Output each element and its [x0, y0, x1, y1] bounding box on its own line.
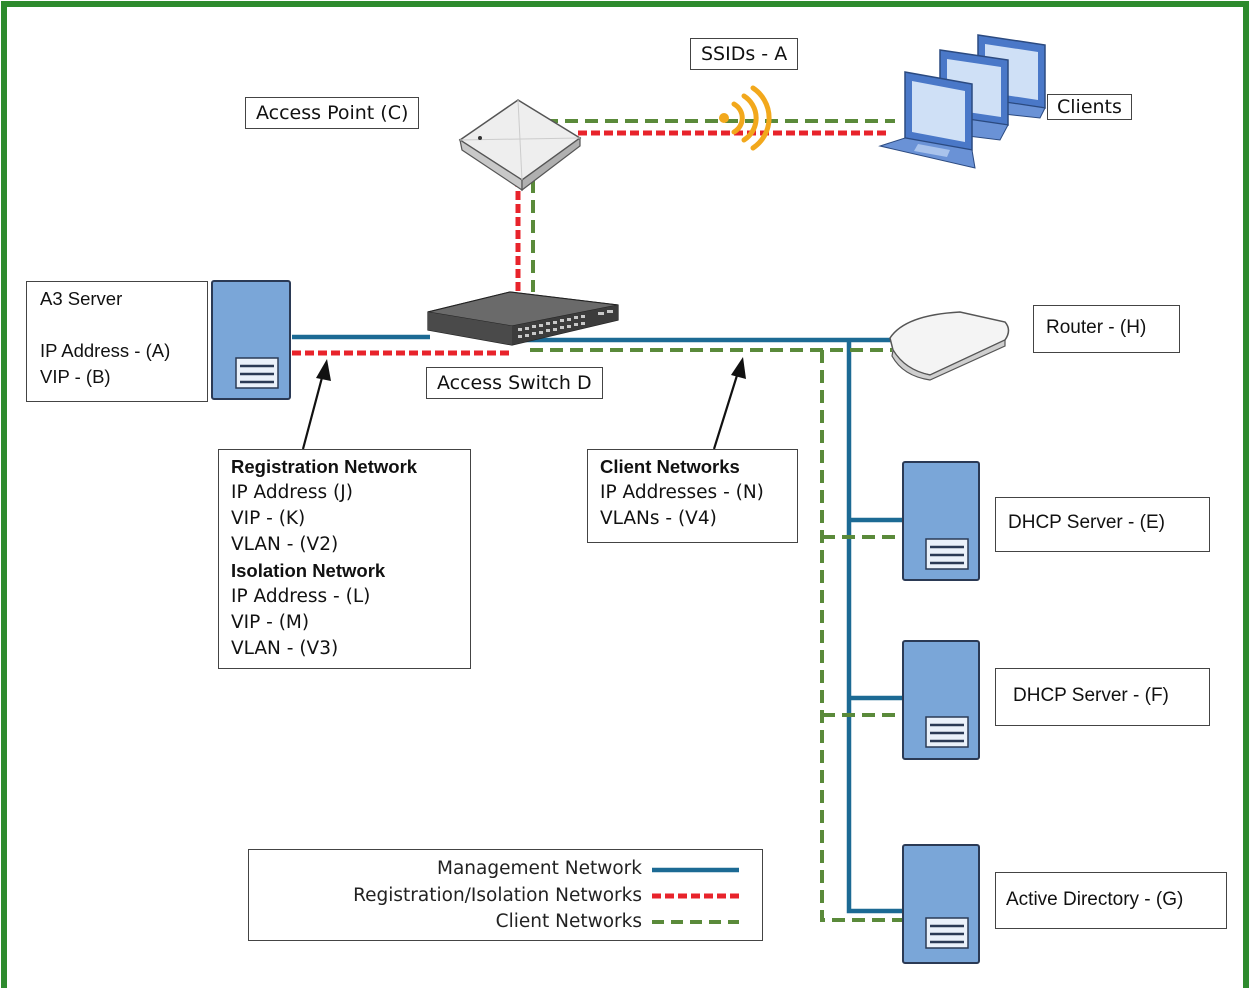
arrow-client-head — [731, 357, 746, 379]
active-directory-label: Active Directory - (G) — [995, 872, 1227, 929]
clients-label: Clients — [1047, 94, 1132, 120]
registration-title: Registration Network — [231, 456, 418, 477]
dhcp-f-label: DHCP Server - (F) — [995, 668, 1210, 726]
legend-management-label: Management Network — [437, 858, 642, 879]
client-networks-ips: IP Addresses - (N) — [600, 482, 764, 503]
a3-server-vip: VIP - (B) — [40, 366, 111, 387]
arrow-registration-head — [316, 359, 331, 381]
a3-server-info: A3 Server IP Address - (A) VIP - (B) — [26, 281, 208, 402]
isolation-vip: VIP - (M) — [231, 612, 310, 633]
isolation-ip: IP Address - (L) — [231, 586, 371, 607]
router-icon — [889, 311, 1010, 381]
isolation-title: Isolation Network — [231, 560, 386, 581]
dhcp-e-server-icon — [902, 461, 980, 581]
isolation-vlan: VLAN - (V3) — [231, 638, 339, 659]
dhcp-e-label: DHCP Server - (E) — [995, 497, 1210, 552]
registration-ip: IP Address (J) — [231, 482, 353, 503]
a3-server-icon — [211, 280, 291, 400]
mgmt-trunk-servers — [846, 340, 906, 914]
client-networks-vlans: VLANs - (V4) — [600, 508, 717, 529]
access-point-label: Access Point (C) — [245, 97, 420, 129]
router-label: Router - (H) — [1033, 305, 1180, 353]
a3-server-ip: IP Address - (A) — [40, 340, 171, 361]
active-directory-server-icon — [902, 844, 980, 964]
a3-server-title: A3 Server — [40, 288, 123, 309]
client-networks-title: Client Networks — [600, 456, 740, 477]
registration-isolation-info: Registration Network IP Address (J) VIP … — [218, 449, 471, 669]
dhcp-f-server-icon — [902, 640, 980, 760]
legend-swatches — [652, 867, 739, 924]
annotation-arrows — [301, 357, 746, 450]
registration-vlan: VLAN - (V2) — [231, 534, 339, 555]
ssids-label: SSIDs - A — [690, 38, 799, 70]
arrow-client — [712, 368, 741, 450]
arrow-registration — [301, 369, 326, 450]
access-point-icon — [458, 99, 582, 192]
registration-vip: VIP - (K) — [231, 508, 306, 529]
access-switch-icon — [427, 291, 619, 346]
client-trunk-servers — [820, 350, 906, 922]
wifi-signal-icon — [719, 85, 772, 151]
legend-client-label: Client Networks — [495, 911, 642, 932]
access-switch-label: Access Switch D — [426, 367, 603, 399]
legend: Management Network Registration/Isolatio… — [248, 849, 763, 941]
management-links — [292, 334, 906, 914]
legend-registration-label: Registration/Isolation Networks — [353, 885, 642, 906]
clients-laptops-icon — [878, 34, 1046, 169]
client-networks-info: Client Networks IP Addresses - (N) VLANs… — [587, 449, 798, 543]
client-links — [530, 119, 906, 922]
